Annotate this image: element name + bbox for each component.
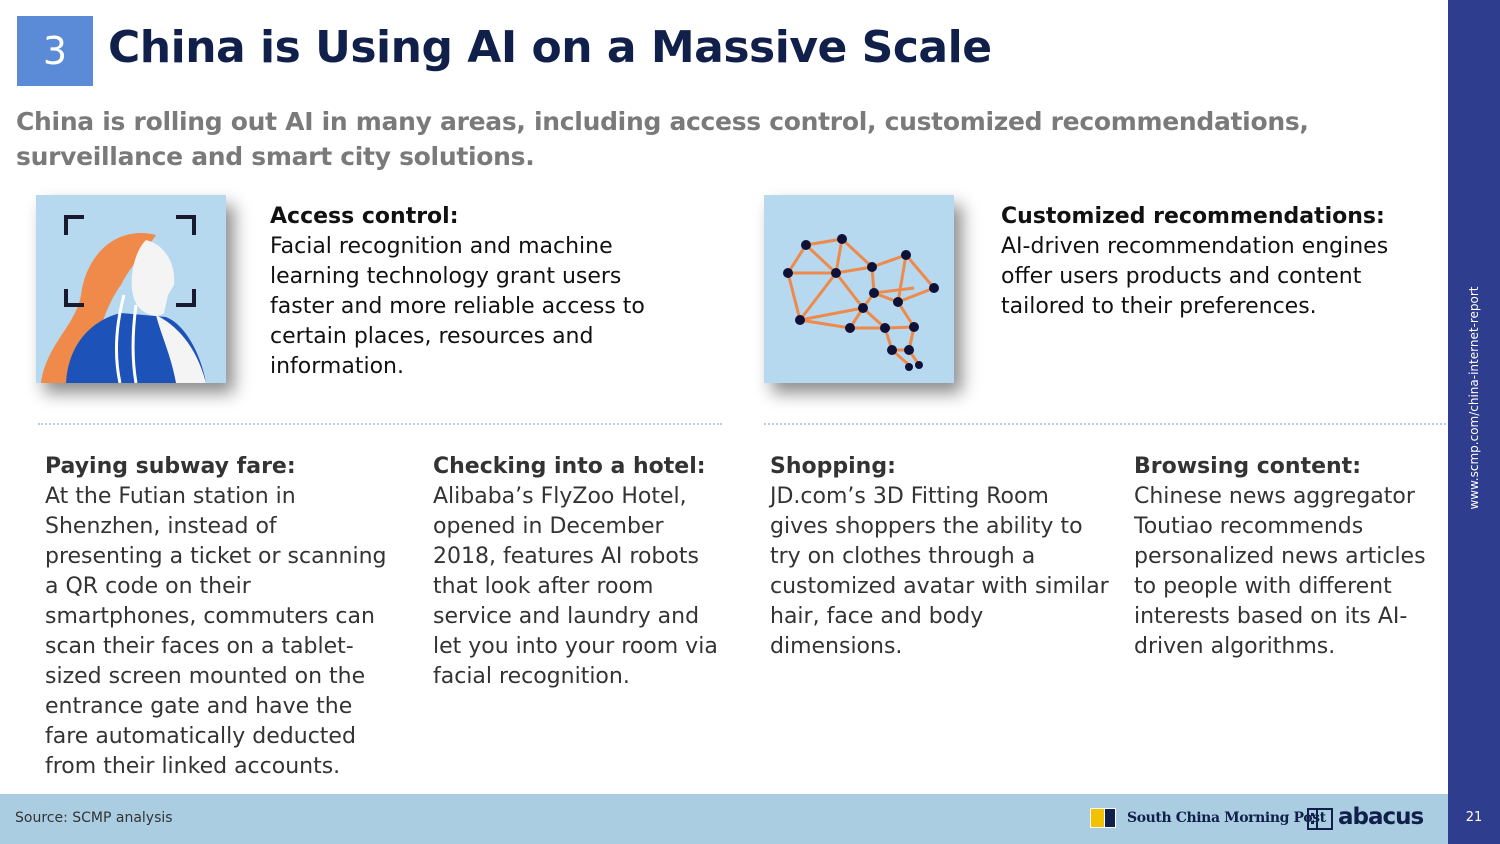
source-note: Source: SCMP analysis (15, 810, 173, 826)
example-heading: Shopping: (770, 454, 896, 479)
example-subway-fare: Paying subway fare: At the Futian statio… (45, 452, 400, 782)
example-shopping: Shopping: JD.com’s 3D Fitting Room gives… (770, 452, 1110, 662)
divider-right (764, 423, 1446, 425)
face-scan-image (36, 195, 226, 383)
feature-body: Facial recognition and machine learning … (270, 234, 645, 379)
example-hotel-checkin: Checking into a hotel: Alibaba’s FlyZoo … (433, 452, 723, 692)
feature-customized-recommendations: Customized recommendations: AI-driven re… (1001, 202, 1421, 322)
divider-left (38, 423, 722, 425)
scmp-brand: South China Morning Post (1127, 810, 1326, 826)
example-body: At the Futian station in Shenzhen, inste… (45, 484, 387, 779)
page-title: China is Using AI on a Massive Scale (108, 22, 992, 73)
feature-access-control: Access control: Facial recognition and m… (270, 202, 690, 382)
feature-heading: Access control: (270, 204, 459, 229)
example-heading: Checking into a hotel: (433, 454, 706, 479)
example-body: Alibaba’s FlyZoo Hotel, opened in Decemb… (433, 484, 718, 689)
face-scan-icon (36, 195, 226, 383)
example-body: Chinese news aggregator Toutiao recommen… (1134, 484, 1426, 659)
footer-band (0, 794, 1448, 844)
example-heading: Browsing content: (1134, 454, 1361, 479)
report-url: www.scmp.com/china-internet-report (1467, 286, 1481, 510)
abacus-brand: abacus (1338, 804, 1424, 830)
page-subtitle: China is rolling out AI in many areas, i… (16, 107, 1309, 171)
example-body: JD.com’s 3D Fitting Room gives shoppers … (770, 484, 1109, 659)
abacus-logo-icon (1307, 808, 1333, 830)
slide-number-badge: 3 (17, 16, 93, 86)
example-heading: Paying subway fare: (45, 454, 296, 479)
slide-number: 3 (42, 29, 68, 73)
brain-network-icon (764, 195, 954, 383)
page-number: 21 (1465, 810, 1483, 825)
brain-network-image (764, 195, 954, 383)
right-sidebar (1448, 0, 1500, 844)
example-browsing-content: Browsing content: Chinese news aggregato… (1134, 452, 1434, 662)
feature-heading: Customized recommendations: (1001, 204, 1385, 229)
feature-body: AI-driven recommendation engines offer u… (1001, 234, 1389, 319)
scmp-logo-icon (1090, 808, 1116, 828)
